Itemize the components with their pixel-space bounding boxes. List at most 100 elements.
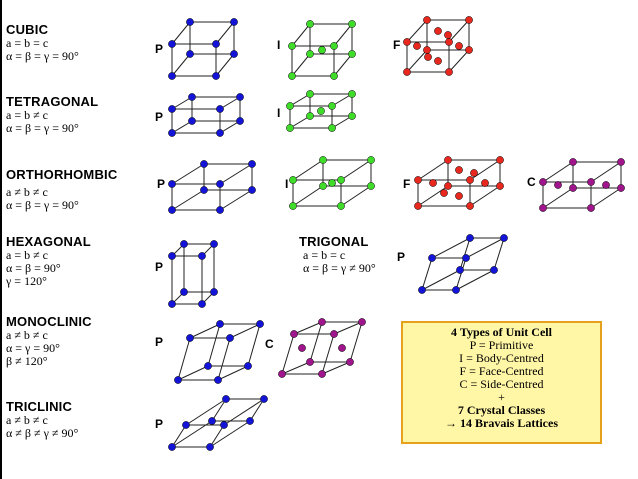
legend-crystal-classes: 7 Crystal Classes [457, 403, 546, 417]
monoclinic-c-edge [309, 321, 323, 363]
orthorhombic-p-atom [168, 206, 176, 214]
trigonal-p-edge [459, 237, 471, 271]
orthorhombic-p-atom [248, 160, 256, 168]
orthorhombic-c-edge [590, 161, 622, 183]
system-triclinic: TRICLINIC a ≠ b ≠ c α ≠ β ≠ γ ≠ 90° [6, 399, 78, 440]
trigonal-p-edge [431, 237, 471, 259]
orthorhombic-c-atom [539, 178, 547, 186]
relation: α = γ = 90° [6, 341, 60, 355]
hexagonal-p-atom [198, 252, 206, 260]
hexagonal-p-atom [180, 288, 188, 296]
relation: α = β = γ = 90° [6, 121, 79, 135]
trigonal-p-edge [493, 237, 505, 271]
orthorhombic-f-atom [466, 202, 474, 210]
cubic-i-atom [288, 72, 296, 80]
legend-item-primitive: P = Primitive [469, 338, 534, 352]
orthorhombic-p-atom [200, 160, 208, 168]
triclinic-p-edge [249, 398, 265, 422]
label-tetragonal-p: P [155, 110, 164, 124]
system-name: TRICLINIC [6, 399, 73, 414]
relation: γ = 120° [6, 274, 47, 288]
tetragonal-i-atom [317, 107, 325, 115]
cubic-p-edge [171, 21, 191, 45]
orthorhombic-i-atom [289, 176, 297, 184]
system-orthorhombic: ORTHORHOMBIC a ≠ b ≠ c α = β = γ = 90° [6, 167, 117, 212]
orthorhombic-i-edge [292, 185, 324, 207]
trigonal-p-edge [455, 269, 495, 291]
tetragonal-p-edge [219, 120, 241, 134]
label-trigonal-p: P [397, 250, 406, 264]
orthorhombic-p-atom [216, 180, 224, 188]
monoclinic-c-edge [349, 321, 363, 363]
orthorhombic-f-edge [417, 159, 449, 181]
relation: a = b = c [303, 248, 346, 262]
tetragonal-p-edge [219, 96, 241, 110]
monoclinic-p-atom [226, 334, 234, 342]
orthorhombic-f-atom [481, 179, 489, 187]
orthorhombic-i-atom [319, 182, 327, 190]
orthorhombic-f-edge [469, 185, 501, 207]
relation: α = β = γ ≠ 90° [303, 261, 376, 275]
orthorhombic-i-atom [367, 156, 375, 164]
label-orthorhombic-f: F [403, 177, 411, 191]
tetragonal-i-atom [286, 124, 294, 132]
tetragonal-p-atom [216, 129, 224, 137]
trigonal-p-atom [452, 286, 460, 294]
cubic-f-atom [403, 68, 411, 76]
system-name: CUBIC [6, 22, 49, 37]
orthorhombic-c-atom [569, 184, 577, 192]
hexagonal-p-atom [210, 240, 218, 248]
triclinic-p-atom [220, 421, 228, 429]
orthorhombic-p-edge [171, 189, 205, 211]
cubic-p-edge [215, 53, 235, 77]
triclinic-p-atom [260, 395, 268, 403]
cubic-p-atom [168, 40, 176, 48]
hexagonal-p-atom [168, 300, 176, 308]
monoclinic-p-edge [217, 337, 231, 381]
relation: a ≠ b ≠ c [6, 185, 48, 199]
label-cubic-i: I [277, 38, 281, 52]
tetragonal-p-atom [188, 93, 196, 101]
tetragonal-i-edge [331, 93, 353, 107]
cubic-f-atom [445, 38, 453, 46]
monoclinic-c-edge [321, 361, 351, 375]
orthorhombic-i-atom [319, 156, 327, 164]
cubic-i-atom [348, 20, 356, 28]
cubic-p-atom [186, 50, 194, 58]
orthorhombic-i-atom [289, 202, 297, 210]
triclinic-p-edge [223, 398, 265, 426]
triclinic-p-edge [209, 424, 225, 448]
label-orthorhombic-c: C [527, 175, 536, 189]
orthorhombic-f-atom [496, 156, 504, 164]
legend-item-body-centred: I = Body-Centred [459, 351, 544, 365]
monoclinic-p-edge [177, 365, 209, 381]
triclinic-p-atom [206, 443, 214, 451]
cubic-p-atom [230, 18, 238, 26]
orthorhombic-c-atom [569, 158, 577, 166]
orthorhombic-c-edge [542, 161, 574, 183]
left-border [0, 0, 2, 479]
trigonal-p-atom [500, 234, 508, 242]
orthorhombic-f-atom [444, 156, 452, 164]
trigonal-p-atom [462, 254, 470, 262]
orthorhombic-c-atom [554, 181, 562, 189]
orthorhombic-p-atom [248, 186, 256, 194]
orthorhombic-f-atom [455, 166, 463, 174]
label-hexagonal-p: P [155, 260, 164, 274]
relation: a = b ≠ c [6, 108, 49, 122]
triclinic-p-atom [168, 443, 176, 451]
triclinic-p-edge [171, 420, 213, 448]
monoclinic-c-atom [318, 318, 326, 326]
tetragonal-p-atom [236, 93, 244, 101]
monoclinic-c-atom [318, 370, 326, 378]
monoclinic-c-edge [293, 321, 323, 335]
system-name: HEXAGONAL [6, 234, 91, 249]
triclinic-p-atom [222, 395, 230, 403]
tetragonal-i-atom [348, 112, 356, 120]
cubic-f-atom [445, 68, 453, 76]
orthorhombic-f-atom [440, 189, 448, 197]
trigonal-p-edge [421, 269, 461, 291]
orthorhombic-p-edge [171, 163, 205, 185]
orthorhombic-i-atom [337, 176, 345, 184]
